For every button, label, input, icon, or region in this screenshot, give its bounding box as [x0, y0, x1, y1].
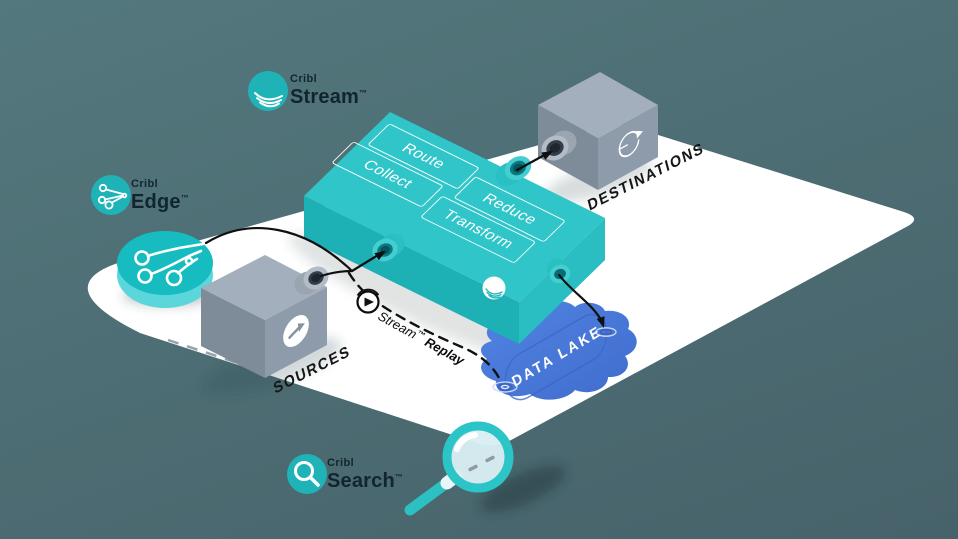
stream-logo-brand: Cribl: [290, 73, 318, 85]
arrow-stream-to-lake: [557, 273, 605, 325]
replay-play-icon: [364, 297, 374, 307]
stream-box-port-bottom: [546, 258, 571, 284]
source-arrow-icon: [283, 314, 309, 348]
stream-box-port-top: [495, 156, 532, 186]
search-logo-brand: Cribl: [327, 457, 355, 469]
edge-logo-product: Edge™: [131, 191, 189, 213]
stream-logo-product: Stream™: [290, 86, 368, 108]
edge-logo-tm: ™: [180, 193, 189, 203]
connector-edge-to-stream: [204, 227, 354, 273]
edge-logo: Cribl Edge™: [131, 178, 189, 213]
destination-sync-icon: [618, 130, 644, 158]
arrowheads: [374, 151, 605, 328]
cribl-swoosh-icon: [482, 276, 506, 300]
lake-ripple-right: [595, 327, 617, 337]
replay-badge: [356, 288, 380, 314]
edge-circuit-icon: [134, 242, 205, 287]
destinations-cube: [538, 72, 658, 190]
search-logo-icon: [287, 454, 327, 494]
magnifier-lens: [442, 421, 514, 493]
stream-logo: Cribl Stream™: [290, 73, 368, 108]
replay-dashed-line: [347, 271, 502, 382]
sources-cube-port: [294, 266, 329, 295]
search-logo-product: Search™: [327, 470, 403, 492]
stream-box: [304, 112, 605, 344]
lake-ripple-left: [492, 381, 518, 393]
search-logo: Cribl Search™: [327, 457, 403, 492]
edge-device-puck: [117, 231, 213, 308]
stream-logo-icon: [248, 71, 288, 111]
sources-cube: [201, 255, 329, 378]
connector-sources-to-stream: [319, 269, 354, 278]
search-logo-tm: ™: [394, 472, 403, 482]
stream-logo-tm: ™: [359, 88, 368, 98]
magnifier-illustration: [404, 421, 514, 516]
edge-logo-icon: [91, 175, 131, 215]
edge-logo-brand: Cribl: [131, 178, 159, 190]
